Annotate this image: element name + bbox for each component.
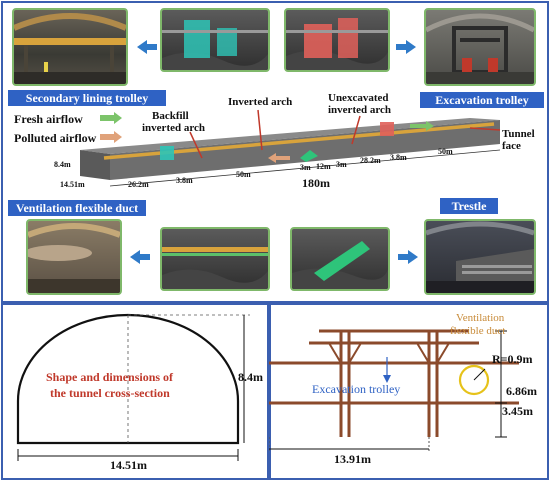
cross-section-title-line2: the tunnel cross-section <box>50 386 170 400</box>
seg5-dim: 12m <box>316 162 331 171</box>
fresh-airflow-arrow <box>410 121 434 131</box>
tunnel-width-dim: 14.51m <box>60 180 85 189</box>
trestle-image <box>426 221 534 293</box>
excavation-trolley-label: Excavation trolley <box>420 92 544 108</box>
seg8-dim: 3.8m <box>390 153 407 162</box>
polluted-airflow-arrow <box>268 153 290 163</box>
seg1-dim: 26.2m <box>128 180 149 189</box>
inverted-arch-leader-line <box>257 109 263 151</box>
tunnel-height-dim: 8.4m <box>54 160 71 169</box>
trolley-width: 13.91m <box>334 452 371 466</box>
chevron-right-icon <box>396 40 416 54</box>
excavation-trolley-section-label: Excavation trolley <box>312 382 401 396</box>
seg7-dim: 28.2m <box>360 156 381 165</box>
duct-radius: R=0.9m <box>492 352 533 366</box>
secondary-lining-trolley-photo <box>12 8 128 86</box>
tunnel-outline <box>16 313 240 445</box>
seg6-dim: 3m <box>336 160 347 169</box>
cross-section-diagram <box>16 313 250 461</box>
model-excavation-photo <box>284 8 390 72</box>
model-trestle-image <box>292 241 388 289</box>
ventilation-duct-circle <box>458 364 490 396</box>
model-secondary-trolley-image <box>162 20 268 70</box>
seg3-dim: 50m <box>236 170 251 179</box>
excavation-trolley-photo <box>424 8 536 86</box>
model-trestle-photo <box>290 227 390 291</box>
unexcavated-leader-line <box>351 115 361 145</box>
polluted-airflow-arrow-icon <box>100 131 122 143</box>
trolley-section-panel-frame <box>269 303 549 480</box>
trolley-height-upper: 6.86m <box>506 384 537 398</box>
chevron-left-icon <box>130 250 150 264</box>
cross-section-width: 14.51m <box>110 458 147 472</box>
ventilation-duct-photo <box>26 219 122 295</box>
tunnel-top-surface <box>80 118 500 154</box>
fresh-airflow-label: Fresh airflow <box>14 112 83 126</box>
trestle-photo <box>424 219 536 295</box>
trestle-label: Trestle <box>440 198 498 214</box>
model-trolley-photo <box>160 8 270 72</box>
polluted-airflow-label: Polluted airflow <box>14 131 97 145</box>
model-duct-photo <box>160 227 270 291</box>
backfill-callout-line1: Backfill <box>152 110 189 122</box>
duct-label-line2: flexible duct <box>450 325 506 337</box>
secondary-lining-trolley-label: Secondary lining trolley <box>8 90 166 106</box>
dimension-line <box>109 149 501 187</box>
tunnel-model <box>80 109 501 187</box>
top-panel-frame <box>1 1 549 303</box>
tunnel-face-callout-line2: face <box>502 140 521 152</box>
tunnel-face-callout-line1: Tunnel <box>502 128 535 140</box>
duct-label-line1: Ventilation <box>456 312 505 324</box>
seg4-dim: 3m <box>300 163 311 172</box>
tunnel-side-surface <box>110 120 500 180</box>
seg9-dim: 50m <box>438 147 453 156</box>
model-duct-image <box>162 247 268 289</box>
tunnel-face-leader-line <box>469 127 501 131</box>
model-excavation-trolley-marker <box>380 122 394 136</box>
model-secondary-trolley-marker <box>160 146 174 160</box>
model-trestle-marker <box>300 150 318 162</box>
backfill-leader-line <box>189 131 203 159</box>
backfill-callout-line2: inverted arch <box>142 122 206 134</box>
trolley-height-lower: 3.45m <box>502 404 533 418</box>
secondary-lining-trolley-image <box>14 13 126 84</box>
cross-section-title-line1: Shape and dimensions of <box>46 370 174 384</box>
tunnel-end-face <box>80 150 110 180</box>
ventilation-duct-label: Ventilation flexible duct <box>8 200 146 216</box>
trolley-section-diagram <box>269 329 519 453</box>
cross-section-panel-frame <box>1 303 269 480</box>
inverted-arch-callout: Inverted arch <box>228 96 293 108</box>
fresh-airflow-arrow-icon <box>100 112 122 124</box>
tunnel-total-length: 180m <box>302 176 330 190</box>
ventilation-duct-image <box>28 223 120 293</box>
chevron-right-icon <box>398 250 418 264</box>
cross-section-height: 8.4m <box>238 370 263 384</box>
excavation-trolley-image <box>426 13 534 84</box>
unexcavated-callout-line1: Unexcavated <box>328 92 389 104</box>
seg2-dim: 3.8m <box>176 176 193 185</box>
model-excavation-trolley-image <box>286 18 388 70</box>
unexcavated-callout-line2: inverted arch <box>328 104 392 116</box>
chevron-left-icon <box>137 40 157 54</box>
